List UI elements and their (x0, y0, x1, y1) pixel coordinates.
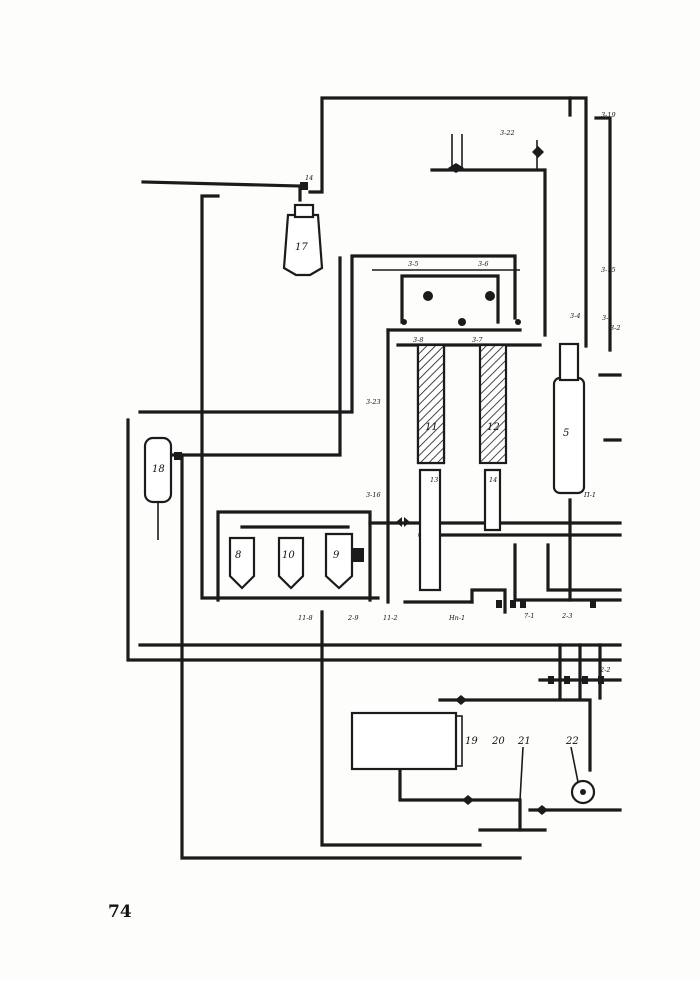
pump-22: 22 (565, 736, 596, 805)
tank-19: 19 (350, 711, 478, 771)
pipe-column-loop (400, 274, 500, 324)
label-22: 22 (565, 736, 579, 747)
vessel-18: 18 (143, 436, 173, 540)
label-17: 17 (295, 242, 308, 253)
leader-21 (519, 746, 524, 801)
tag-3-19: 3-19 (601, 111, 616, 119)
valve-icon (448, 163, 464, 173)
tag-3-5: 3-5 (408, 260, 418, 268)
pipe-feed-top (141, 180, 302, 188)
column-12: 12 (478, 343, 508, 465)
pipe-322-line (430, 168, 547, 337)
tag-3-22: 3-22 (500, 129, 515, 137)
tank-8: 8 (228, 536, 256, 590)
valve-icon (590, 600, 596, 608)
tag-3-15: 3-15 (601, 266, 616, 274)
label-21: 21 (517, 736, 531, 747)
valve-icon (455, 695, 467, 705)
valve-icon (548, 676, 554, 684)
tank-9: 9 (324, 532, 364, 590)
column-5: 5 (552, 342, 586, 495)
valve-tags: 3-22 3-19 3-1 3-15 3-5 3-6 3-4 3-2 3-23 … (298, 111, 620, 674)
pipe-small-drops (451, 134, 463, 168)
tag-3-8: 3-8 (413, 336, 423, 344)
valve-icon (582, 676, 588, 684)
pipe-19-outlet (398, 768, 522, 832)
pipe-distributor-drops (558, 643, 602, 700)
label-18: 18 (152, 464, 165, 475)
label-14: 14 (489, 476, 497, 484)
pipe-590 (546, 543, 622, 592)
label-12: 12 (487, 422, 500, 433)
pipe-tank-frame (216, 510, 372, 602)
valve-icon (401, 319, 407, 325)
pipe-to-19 (438, 698, 592, 772)
label-11: 11 (425, 422, 438, 433)
vessel-17: 17 (282, 203, 324, 277)
tag-11-8: 11-8 (298, 614, 313, 622)
pipe-600 (513, 543, 622, 602)
tag-3-23: 3-23 (366, 398, 381, 406)
tag-2-2: 2-2 (599, 666, 610, 674)
valve-icon (174, 452, 182, 460)
valve-icon (520, 600, 526, 608)
pipe-bottom-return (180, 453, 522, 860)
valve-icon (598, 676, 604, 684)
valve-icon (396, 517, 410, 527)
pipe-top-loop (308, 96, 572, 194)
pipe-right-edge (594, 116, 612, 352)
column-11: 11 (416, 343, 446, 465)
pipe-323-header (138, 254, 517, 414)
valve-icon (423, 291, 433, 301)
valve-icon (462, 795, 474, 805)
tag-11-2: 11-2 (383, 614, 398, 622)
label-10: 10 (282, 550, 295, 561)
tag-7-1: 7-1 (524, 612, 534, 620)
pipe-to-18 (170, 256, 342, 457)
tag-3-1: 3-1 (602, 314, 612, 322)
label-19: 19 (465, 736, 478, 747)
valve-icon (510, 600, 516, 608)
label-13: 13 (430, 476, 438, 484)
tag-p1: П-1 (583, 491, 596, 499)
pipe-left-riser (200, 194, 380, 600)
pipe-network (126, 96, 622, 860)
label-20: 20 (491, 736, 505, 747)
tank-10: 10 (277, 536, 305, 590)
valve-icon (536, 805, 548, 815)
label-8: 8 (235, 550, 241, 561)
pipe-left-loop (126, 418, 622, 662)
pipe-top-right-down (568, 96, 588, 348)
valve-icon (458, 318, 466, 326)
tag-3-16: 3-16 (366, 491, 381, 499)
valve-symbols (174, 146, 604, 815)
valve-icon (496, 600, 502, 608)
pipe-collector-loop (470, 588, 507, 614)
tag-2-3: 2-3 (561, 612, 572, 620)
label-5: 5 (563, 428, 569, 439)
tag-2-9: 2-9 (347, 614, 358, 622)
page-number: 74 (108, 902, 132, 922)
label-9: 9 (333, 550, 340, 561)
tag-3-6: 3-6 (478, 260, 488, 268)
tag-np1: Нп-1 (448, 614, 465, 622)
pipe-bottom-inner (320, 610, 482, 847)
label-14-top: 14 (305, 174, 313, 182)
tag-3-7: 3-7 (472, 336, 483, 344)
valve-icon (564, 676, 570, 684)
valve-icon (515, 319, 521, 325)
valve-icon (300, 182, 308, 190)
cooler-14: 14 (483, 468, 502, 532)
tag-3-4: 3-4 (570, 312, 580, 320)
valve-icon (485, 291, 495, 301)
tag-3-2: 3-2 (610, 324, 620, 332)
cooler-13: 13 (418, 468, 442, 592)
valve-icon (532, 146, 544, 158)
pipe-right-stubs (598, 373, 622, 442)
